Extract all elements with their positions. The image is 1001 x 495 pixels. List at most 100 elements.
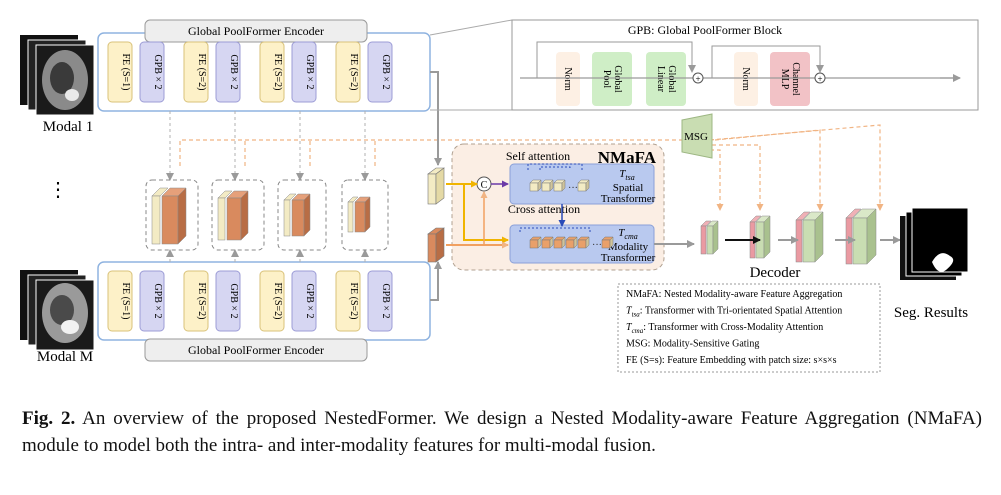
bottom-encoder: Global PoolFormer Encoder FE (S=1) GPB × …: [97, 261, 431, 362]
gpb-sub-label: GlobalLinear: [655, 65, 677, 92]
encoder-block-label: GPB × 2: [152, 283, 163, 318]
encoder-block-label: FE (S=2): [196, 282, 207, 319]
decoder-feature: [712, 220, 719, 255]
legend-row: MSG: Modality-Sensitive Gating: [626, 339, 759, 350]
feature-map: [291, 199, 305, 237]
ellipsis: ⋮: [48, 179, 68, 201]
svg-text:+: +: [695, 74, 700, 84]
encoder-to-nmafa-arrows: [430, 71, 442, 301]
feature-map: [347, 201, 354, 233]
fe-block: [335, 41, 361, 103]
top-encoder-title: Global PoolFormer Encoder: [188, 24, 324, 38]
mri-stack-modal-1: [20, 35, 95, 116]
encoder-block-label: FE (S=2): [348, 282, 359, 319]
gpb-sub-label: ChannelMLP: [779, 62, 801, 96]
encoder-block-label: GPB × 2: [228, 54, 239, 89]
token-cube: [561, 179, 566, 192]
encoder-block-label: FE (S=2): [272, 53, 283, 90]
feature-map: [217, 197, 226, 241]
gpb-sub-block: [734, 52, 758, 106]
gpb-sub-label: Norm: [562, 67, 573, 91]
token-cube: [601, 239, 611, 249]
decoder-feature: [814, 211, 824, 263]
ellipsis-mark: ···: [592, 240, 602, 251]
encoder-block-label: FE (S=1): [120, 53, 131, 90]
modal-bottom-label: Modal M: [37, 349, 93, 365]
token-cube: [609, 236, 614, 249]
gpb-block-item: [367, 270, 393, 332]
caption-text: An overview of the proposed NestedFormer…: [22, 408, 982, 456]
tcma-symbol: Tcma: [618, 227, 637, 241]
feature-map: [161, 195, 179, 245]
feature-map: [240, 190, 249, 241]
msg-label: MSG: [684, 131, 708, 143]
encoder-to-feature-arrows: [166, 111, 369, 262]
token-cube: [577, 182, 587, 192]
gpb-block-item: [139, 41, 165, 103]
token-cube: [565, 239, 575, 249]
feature-map: [354, 201, 366, 233]
encoder-block-label: FE (S=2): [196, 53, 207, 90]
token-cube: [577, 239, 587, 249]
gpb-block-item: [291, 41, 317, 103]
svg-text:+: +: [817, 74, 822, 84]
token-cube: [549, 179, 554, 192]
msg-gate: MSG: [681, 113, 713, 159]
fe-block: [259, 41, 285, 103]
legend: NMaFA: Nested Modality-aware Feature Agg…: [617, 283, 881, 373]
encoder-block-label: FE (S=2): [348, 53, 359, 90]
fe-block: [335, 270, 361, 332]
feature-map: [283, 199, 291, 237]
decoder-feature: [802, 219, 816, 263]
gpb-sub-label: Norm: [740, 67, 751, 91]
tsa-symbol: Ttsa: [619, 168, 634, 182]
fe-block: [183, 270, 209, 332]
fe-block: [259, 270, 285, 332]
legend-row: Tcma: Transformer with Cross-Modality At…: [626, 322, 823, 335]
decoder: Decoder: [700, 208, 901, 281]
seg-results-label: Seg. Results: [894, 305, 968, 321]
gpb-zoom-lines: [429, 19, 513, 111]
legend-row: FE (S=s): Feature Embedding with patch s…: [626, 355, 837, 366]
decoder-feature: [706, 225, 714, 255]
encoder-block-label: GPB × 2: [304, 54, 315, 89]
gpb-block-item: [367, 41, 393, 103]
bottom-encoder-title: Global PoolFormer Encoder: [188, 343, 324, 357]
concat-symbol: C: [481, 180, 488, 191]
caption-label: Fig. 2.: [22, 408, 76, 429]
gpb-sub-block: [770, 52, 810, 106]
ellipsis-mark: ···: [568, 183, 578, 194]
decoder-feature: [763, 215, 771, 259]
token-cube: [541, 182, 551, 192]
decoder-feature: [852, 217, 868, 265]
decoder-feature: [866, 208, 877, 265]
encoder-block-label: FE (S=2): [272, 282, 283, 319]
modal-top-label: Modal 1: [43, 119, 93, 135]
nmafa-title: NMaFA: [598, 148, 657, 167]
decoder-feature: [700, 225, 707, 255]
encoder-block-label: GPB × 2: [228, 283, 239, 318]
token-cube: [537, 179, 542, 192]
skip-connection-lines: [179, 124, 884, 211]
nmafa-module: NMaFA Self attention Cross attention Tts…: [446, 143, 695, 271]
gpb-block-item: [215, 270, 241, 332]
gpb-sub-block: [556, 52, 580, 106]
gpb-sub-label: GlobalPool: [601, 65, 623, 92]
legend-row: Ttsa: Transformer with Tri-orientated Sp…: [626, 306, 842, 319]
token-cube: [541, 239, 551, 249]
fe-block: [107, 270, 133, 332]
token-cube: [529, 239, 539, 249]
feature-map: [364, 196, 371, 233]
gpb-sub-block: [646, 52, 686, 106]
encoder-block-label: FE (S=1): [120, 282, 131, 319]
encoder-block-label: GPB × 2: [380, 283, 391, 318]
gpb-block-item: [291, 270, 317, 332]
mri-stack-modal-m: [20, 270, 95, 351]
encoder-block-label: GPB × 2: [380, 54, 391, 89]
decoder-label: Decoder: [750, 265, 801, 281]
feature-map: [303, 193, 311, 237]
legend-row: NMaFA: Nested Modality-aware Feature Agg…: [626, 289, 842, 300]
